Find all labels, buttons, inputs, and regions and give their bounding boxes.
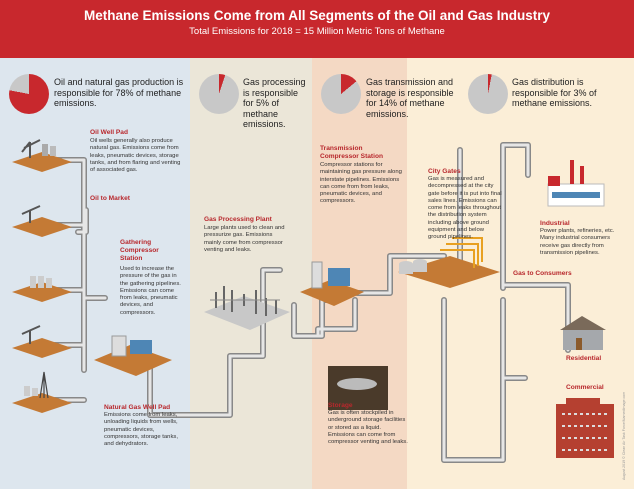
transmission-share-text: Gas transmission and storage is responsi…	[366, 77, 454, 119]
underground-storage	[328, 366, 388, 410]
transmission-compressor-title: Transmission Compressor Station	[320, 145, 384, 160]
pie-processing	[199, 74, 239, 114]
oil-well-1	[12, 139, 72, 172]
natural-gas-well-pad-body: Emissions come from leaks, unloading liq…	[104, 412, 178, 448]
oil-well-2	[12, 205, 72, 237]
gathering-compressor-station	[94, 335, 172, 376]
residential-title: Residential	[566, 355, 602, 362]
credit-line: August 2019 © Clean Air Task Force/Named…	[622, 391, 626, 480]
transmission-compressor-station	[300, 261, 364, 306]
page-subtitle: Total Emissions for 2018 = 15 Million Me…	[189, 26, 445, 37]
transmission-compressor-body: Compressor stations for maintaining gas …	[320, 162, 402, 205]
commercial-title: Commercial	[566, 384, 604, 391]
commercial-building	[556, 398, 614, 458]
oil-well-pad-body: Oil wells generally also produce natural…	[90, 138, 181, 174]
distribution-share-text: Gas distribution is responsible for 3% o…	[512, 77, 597, 108]
city-gates	[398, 237, 500, 288]
processing-share-text: Gas processing is responsible for 5% of …	[243, 77, 306, 129]
natural-gas-well	[12, 371, 72, 413]
page-title: Methane Emissions Come from All Segments…	[83, 8, 551, 23]
gathering-body: Used to increase the pressure of the gas…	[120, 266, 181, 316]
oil-well-4	[12, 325, 72, 358]
production-share-text: Oil and natural gas production is respon…	[54, 77, 184, 108]
industrial-title: Industrial	[540, 220, 570, 227]
oil-well-pad-title: Oil Well Pad	[90, 129, 128, 136]
pie-distribution	[468, 74, 508, 114]
city-gates-title: City Gates	[428, 168, 461, 175]
residential-house	[560, 316, 606, 350]
gas-processing-body: Large plants used to clean and pressuriz…	[204, 225, 285, 253]
natural-gas-well-pad-title: Natural Gas Well Pad	[104, 404, 171, 411]
storage-body: Gas is often stockpiled in underground s…	[328, 410, 408, 446]
gas-processing-plant	[204, 286, 290, 330]
gas-to-consumers-title: Gas to Consumers	[513, 270, 572, 277]
storage-title: Storage	[328, 402, 353, 409]
industrial-plant	[547, 160, 605, 207]
gas-processing-title: Gas Processing Plant	[204, 216, 272, 223]
city-gates-body: Gas is measured and decompressed at the …	[428, 176, 502, 241]
header: Methane Emissions Come from All Segments…	[0, 0, 634, 58]
oil-to-market-title: Oil to Market	[90, 195, 130, 202]
oil-well-3	[12, 276, 72, 302]
pie-production	[9, 74, 49, 114]
industrial-body: Power plants, refineries, etc. Many indu…	[540, 228, 615, 256]
pie-transmission	[321, 74, 361, 114]
gathering-title: Gathering Compressor Station	[120, 239, 159, 262]
